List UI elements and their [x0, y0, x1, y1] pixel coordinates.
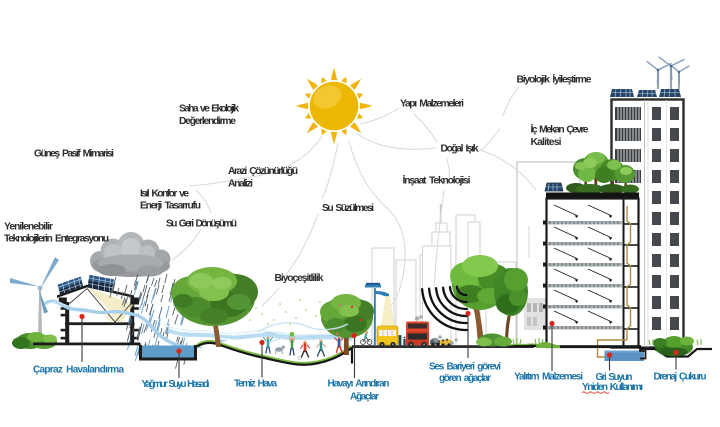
svg-text:Analizi: Analizi — [228, 179, 253, 190]
svg-text:gören ağaçlar: gören ağaçlar — [439, 373, 491, 384]
svg-text:Güneş Pasif Mimarisi: Güneş Pasif Mimarisi — [34, 149, 114, 160]
svg-text:Yniden Kullanımı: Yniden Kullanımı — [582, 382, 643, 393]
svg-text:İç Mekan Çevre: İç Mekan Çevre — [531, 123, 589, 136]
svg-text:Doğal Işık: Doğal Işık — [441, 144, 479, 155]
svg-text:Temiz Hava: Temiz Hava — [234, 379, 277, 390]
svg-text:İnşaat Teknolojisi: İnşaat Teknolojisi — [403, 174, 471, 187]
svg-text:Ağaçlar: Ağaçlar — [350, 392, 379, 403]
svg-text:Isıl Konfor ve: Isıl Konfor ve — [140, 189, 189, 200]
svg-text:Yapı Malzemeleri: Yapı Malzemeleri — [400, 99, 464, 110]
svg-text:Saha ve Ekolojik: Saha ve Ekolojik — [179, 104, 239, 115]
svg-text:Yalıtım Malzemesi: Yalıtım Malzemesi — [514, 372, 583, 383]
svg-text:Enerji Tasarrufu: Enerji Tasarrufu — [140, 201, 201, 212]
svg-text:Havayı Arındıran: Havayı Arındıran — [328, 379, 390, 390]
svg-text:Kalitesi: Kalitesi — [531, 137, 562, 148]
svg-text:Çapraz Havalandırma: Çapraz Havalandırma — [33, 365, 124, 376]
svg-text:Su Süzülmesi: Su Süzülmesi — [322, 203, 374, 214]
svg-text:Drenaj Çukuru: Drenaj Çukuru — [654, 372, 707, 383]
svg-text:Ses Bariyeri görevi: Ses Bariyeri görevi — [429, 362, 501, 373]
svg-text:Yağmur Suyu Hasadı: Yağmur Suyu Hasadı — [142, 379, 210, 390]
svg-text:Su Geri Dönüşümü: Su Geri Dönüşümü — [166, 219, 237, 230]
svg-text:Arazi Çözünürlüğü: Arazi Çözünürlüğü — [228, 166, 298, 177]
svg-text:Biyolojik İyileştirme: Biyolojik İyileştirme — [517, 73, 592, 86]
svg-text:Gri Suyun: Gri Suyun — [596, 372, 633, 383]
svg-text:Değerlendirme: Değerlendirme — [179, 116, 236, 127]
svg-text:Biyoçeşitlilik: Biyoçeşitlilik — [275, 273, 324, 284]
svg-text:Teknolojilerin Entegrasyonu: Teknolojilerin Entegrasyonu — [4, 234, 109, 245]
svg-text:Yenilenebilir: Yenilenebilir — [4, 222, 53, 233]
